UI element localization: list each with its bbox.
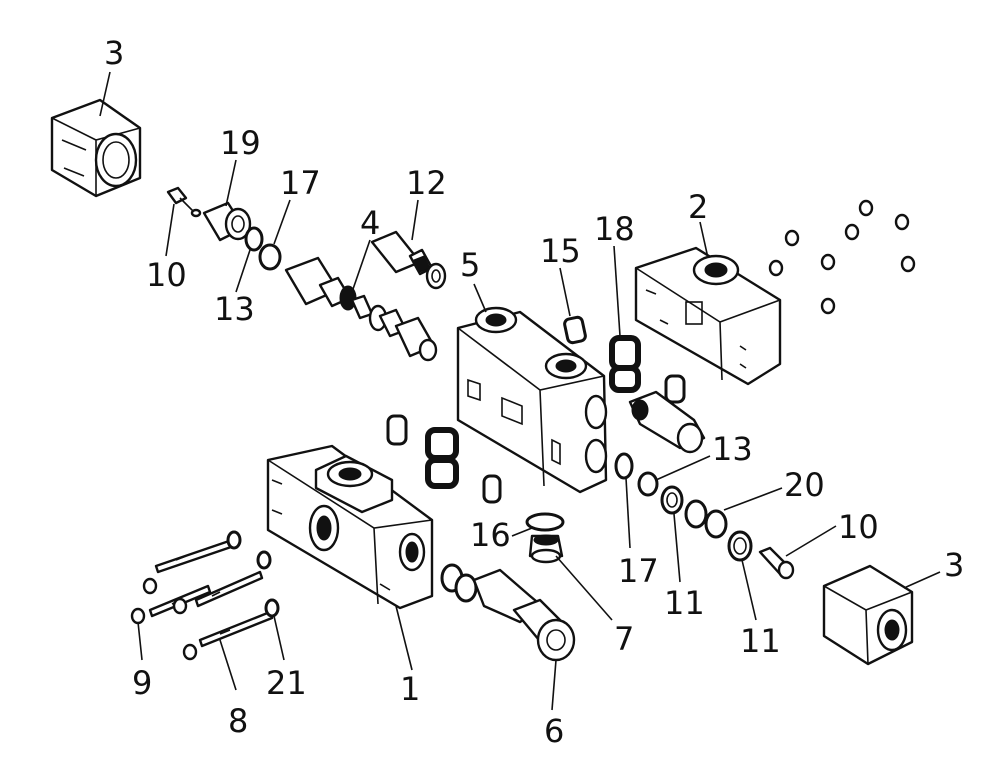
part-nuts-group <box>768 199 916 315</box>
callout-20-sleeve: 20 <box>784 466 825 504</box>
part-17-oring-left <box>258 243 282 271</box>
callout-labels: 3 19 17 12 4 10 13 5 15 18 2 13 20 10 3 … <box>104 34 964 750</box>
callout-2-end-section: 2 <box>688 188 708 226</box>
part-6-pilot-valve <box>440 563 576 662</box>
callout-6-pilot-valve: 6 <box>544 712 564 750</box>
callout-1-valve-body: 1 <box>400 670 420 708</box>
callout-10-bolt-right: 10 <box>838 508 879 546</box>
part-18-seals <box>609 335 686 404</box>
part-13-washer-left <box>244 226 264 252</box>
part-15-seal <box>563 315 587 345</box>
part-13-washer-right <box>637 471 659 497</box>
part-10-bolt-left <box>166 186 202 218</box>
callout-7-plug: 7 <box>614 620 634 658</box>
callout-17-oring-right: 17 <box>618 552 659 590</box>
callout-11-seal-a: 11 <box>664 584 705 622</box>
part-21-washers <box>226 530 280 618</box>
part-3-end-cap-left <box>50 98 142 198</box>
part-10-bolt-right <box>758 546 795 580</box>
callout-3-end-cap-right: 3 <box>944 546 964 584</box>
part-17-oring-right <box>614 452 634 480</box>
callout-13-washer-right: 13 <box>712 430 753 468</box>
part-9-nuts <box>130 577 198 661</box>
part-12-cartridge <box>370 230 447 290</box>
part-4-spool <box>284 256 438 362</box>
part-7-plug <box>528 534 564 564</box>
callout-19-sleeve: 19 <box>220 124 261 162</box>
callout-5-valve-section: 5 <box>460 246 480 284</box>
callout-9-nuts: 9 <box>132 664 152 702</box>
part-8-tie-rods <box>148 538 274 648</box>
callout-10-bolt-left: 10 <box>146 256 187 294</box>
leader-lines <box>99 71 941 711</box>
part-20-sleeve <box>684 499 728 539</box>
callout-3-end-cap-left: 3 <box>104 34 124 72</box>
callout-16-ring: 16 <box>470 516 511 554</box>
part-16-ring <box>525 512 565 532</box>
callout-18-seals: 18 <box>594 210 635 248</box>
part-5-valve-section <box>456 306 608 494</box>
callout-11-seal-b: 11 <box>740 622 781 660</box>
part-11-seal-b <box>727 530 753 562</box>
part-3-end-cap-right <box>822 564 914 666</box>
part-19-sleeve <box>202 201 252 242</box>
part-seals-left-of-5 <box>386 414 502 504</box>
callout-15-seal: 15 <box>540 232 581 270</box>
callout-8-tie-rods: 8 <box>228 702 248 740</box>
part-2-end-section <box>634 246 782 386</box>
callout-21-washers: 21 <box>266 664 307 702</box>
part-11-seal-a <box>660 485 684 515</box>
callout-13-washer-left: 13 <box>214 290 255 328</box>
part-1-valve-body <box>266 444 434 610</box>
callout-4-spool: 4 <box>360 204 380 242</box>
callout-17-oring-left: 17 <box>280 164 321 202</box>
callout-12-cartridge: 12 <box>406 164 447 202</box>
part-check-valve <box>628 390 706 454</box>
